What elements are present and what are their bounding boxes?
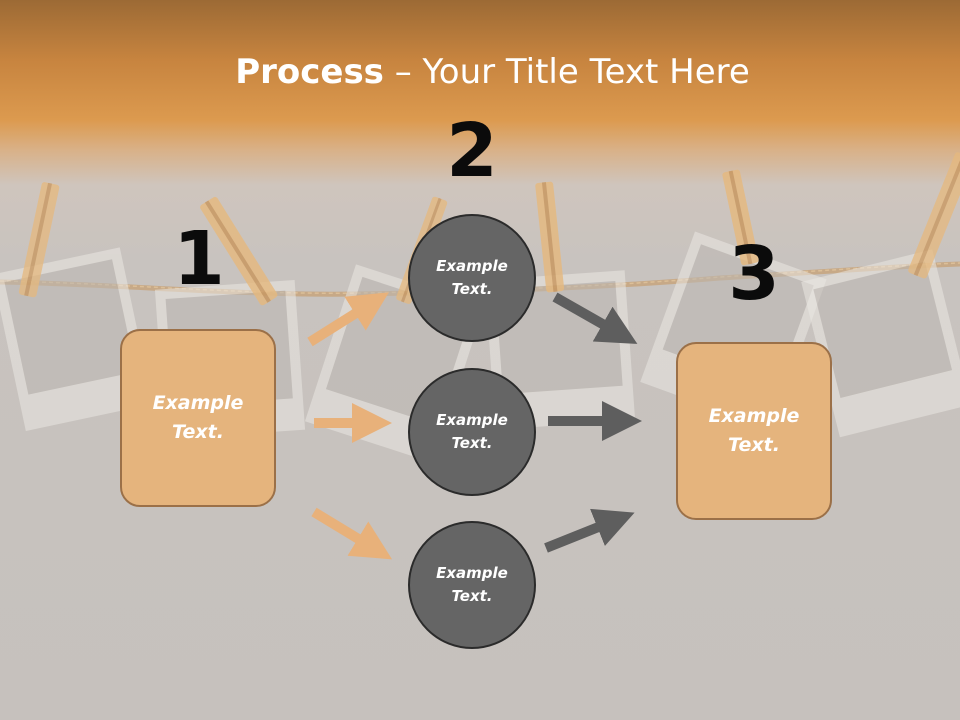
step-1-text: Example Text. [152, 392, 244, 443]
step-2-circle-2: Example Text. [408, 368, 536, 496]
step-2-circle-1-text: Example Text. [436, 257, 508, 298]
photo-frame-6 [801, 249, 960, 438]
title-bold: Process [235, 52, 384, 92]
clothespin-1 [18, 182, 60, 298]
clothespin-5 [722, 169, 759, 266]
clothespin-2 [200, 196, 278, 306]
step-2-circle-3: Example Text. [408, 521, 536, 649]
step-2-circle-2-text: Example Text. [436, 411, 508, 452]
clothespin-4 [535, 181, 565, 293]
step-2-circle-1: Example Text. [408, 214, 536, 342]
slide-title: Process – Your Title Text Here [0, 52, 960, 92]
step-number-3: 3 [728, 231, 780, 317]
step-2-circle-3-text: Example Text. [436, 564, 508, 605]
step-1-box: Example Text. [120, 329, 276, 507]
step-number-2: 2 [446, 108, 498, 194]
step-3-text: Example Text. [708, 405, 800, 456]
title-rest: – Your Title Text Here [383, 52, 750, 92]
clothespin-6 [908, 152, 960, 279]
step-3-box: Example Text. [676, 342, 832, 520]
step-number-1: 1 [173, 216, 225, 302]
